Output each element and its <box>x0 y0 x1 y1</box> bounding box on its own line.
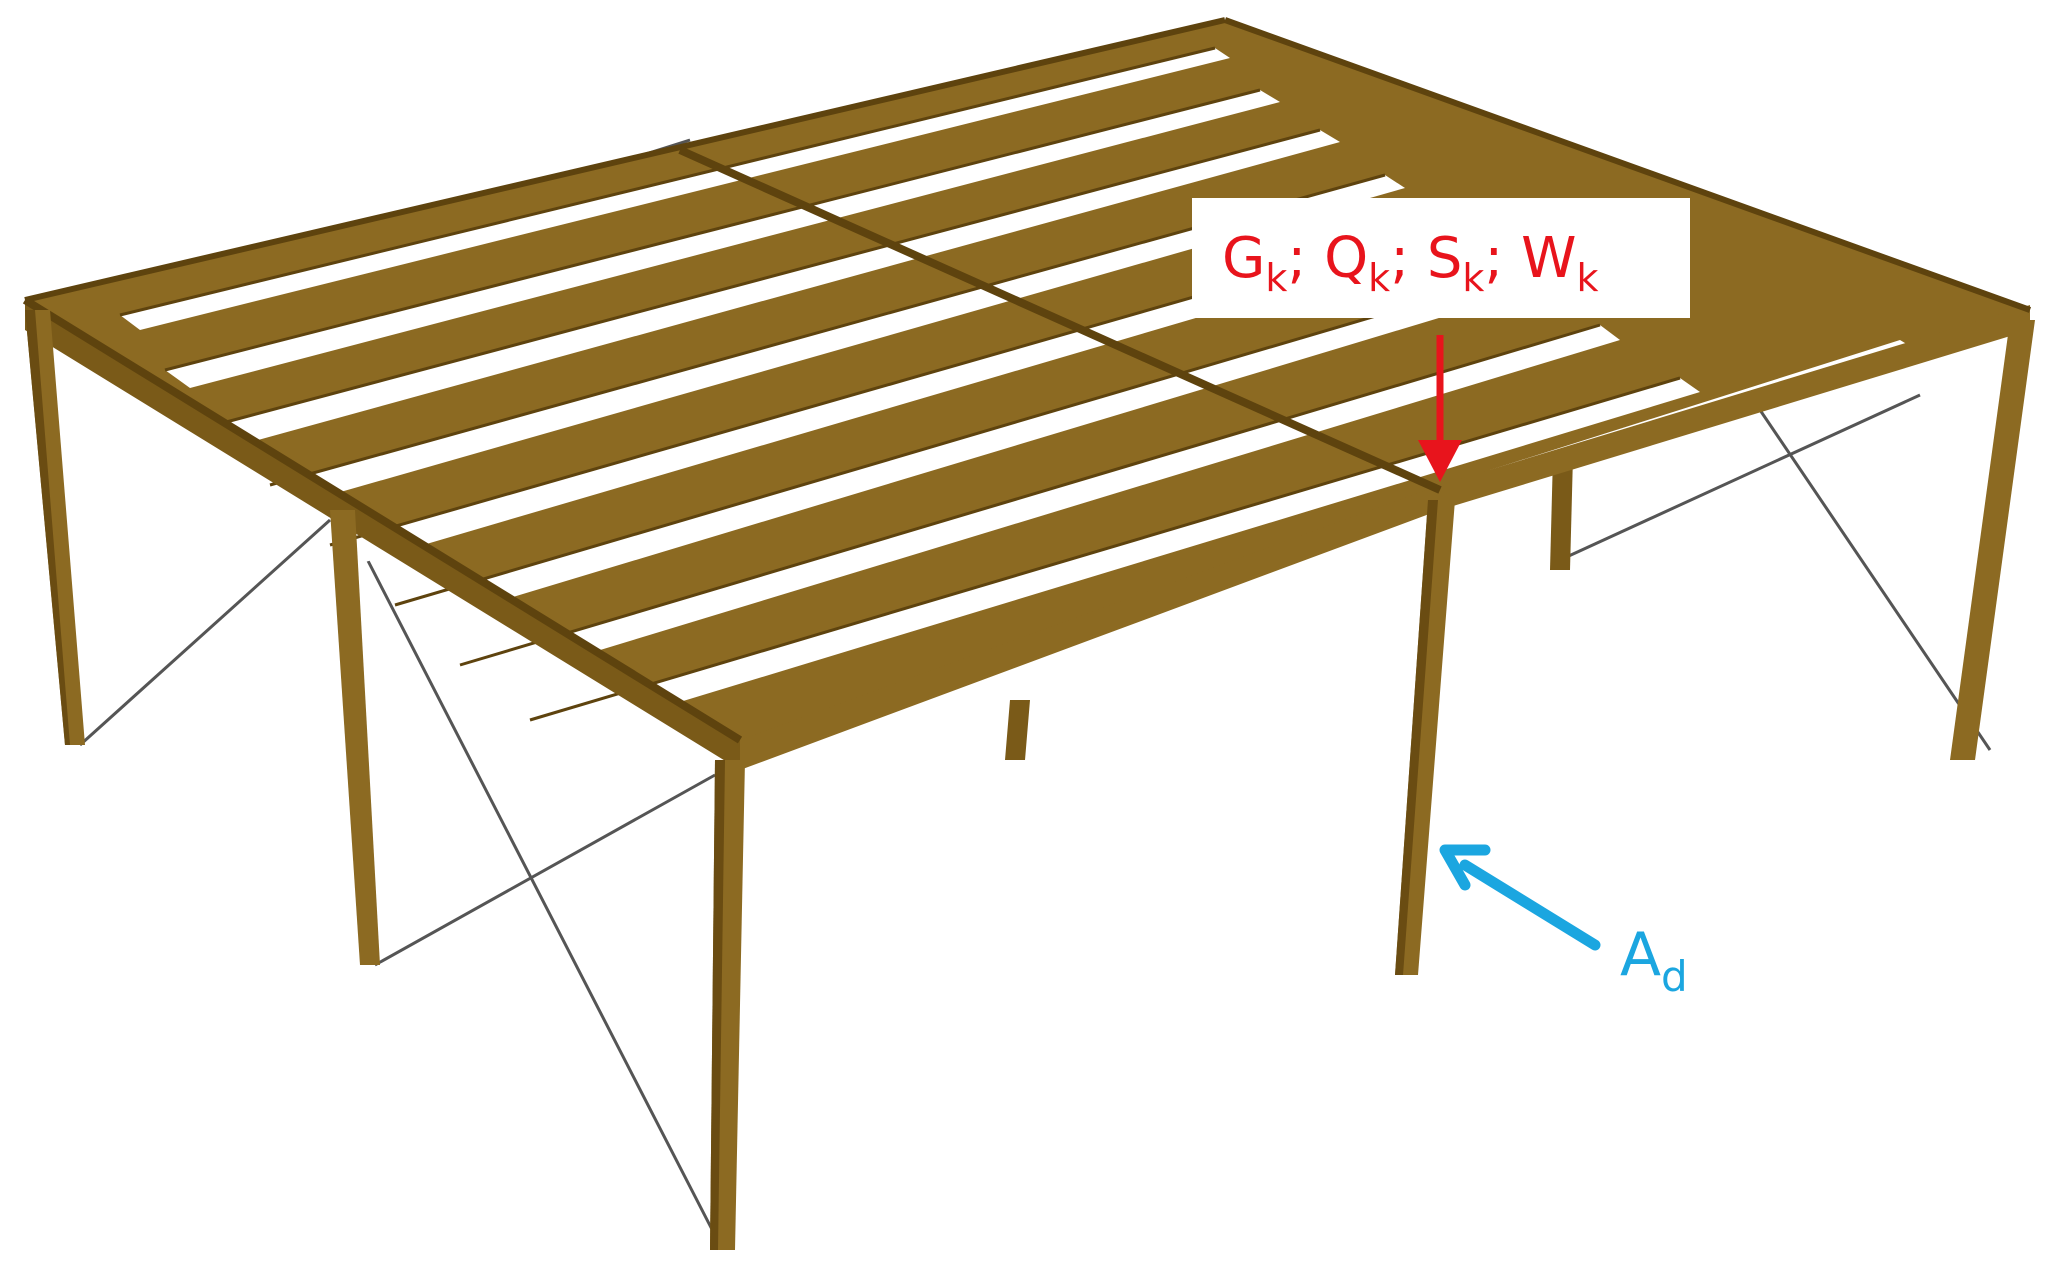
front-left-edge-beam <box>25 300 740 770</box>
joist-edges <box>119 46 1681 722</box>
front-edge-beam-left-bay <box>740 485 1440 770</box>
accidental-load-arrow <box>1439 844 1601 951</box>
load-g: Gk; <box>1222 225 1325 300</box>
load-w: Wk <box>1521 225 1599 300</box>
front-columns <box>25 310 2035 1250</box>
load-arrow <box>1418 335 1462 482</box>
central-girder <box>678 146 1442 494</box>
floor-frame <box>22 17 2032 770</box>
accidental-load-label: Ad <box>1620 920 1688 1001</box>
load-q: Qk; <box>1324 225 1427 300</box>
characteristic-loads-label: Gk; Qk; Sk; Wk <box>1192 198 1690 318</box>
front-edge-beam-right-bay <box>1440 305 2030 510</box>
load-s: Sk; <box>1426 225 1522 300</box>
